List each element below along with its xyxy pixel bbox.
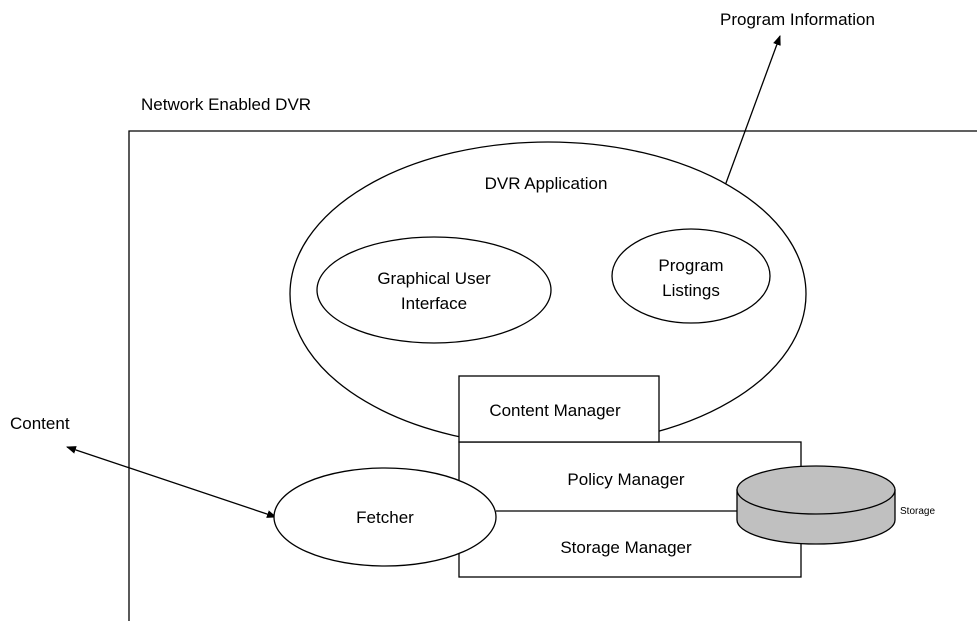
content-manager-label: Content Manager xyxy=(489,401,621,420)
storage-manager-label: Storage Manager xyxy=(560,538,692,557)
fetcher-ellipse xyxy=(273,467,497,567)
network-enabled-dvr-label: Network Enabled DVR xyxy=(141,95,311,114)
graphical-user-interface-ellipse xyxy=(316,236,552,344)
storage-cylinder-icon xyxy=(736,465,896,545)
fetcher-label: Fetcher xyxy=(356,508,414,527)
graphical-user-interface-label-line2: Interface xyxy=(401,294,467,313)
program-listings-label-line1: Program xyxy=(658,256,723,275)
content-manager-box xyxy=(458,375,660,443)
program-listings-label-line2: Listings xyxy=(662,281,720,300)
dvr-application-label: DVR Application xyxy=(485,174,608,193)
content-label: Content xyxy=(10,414,70,433)
program-information-label: Program Information xyxy=(720,10,875,29)
storage-label: Storage xyxy=(900,506,935,517)
content-arrow xyxy=(66,446,277,518)
program-listings-ellipse xyxy=(611,228,771,324)
graphical-user-interface-label-line1: Graphical User xyxy=(377,269,491,288)
policy-manager-label: Policy Manager xyxy=(567,470,685,489)
